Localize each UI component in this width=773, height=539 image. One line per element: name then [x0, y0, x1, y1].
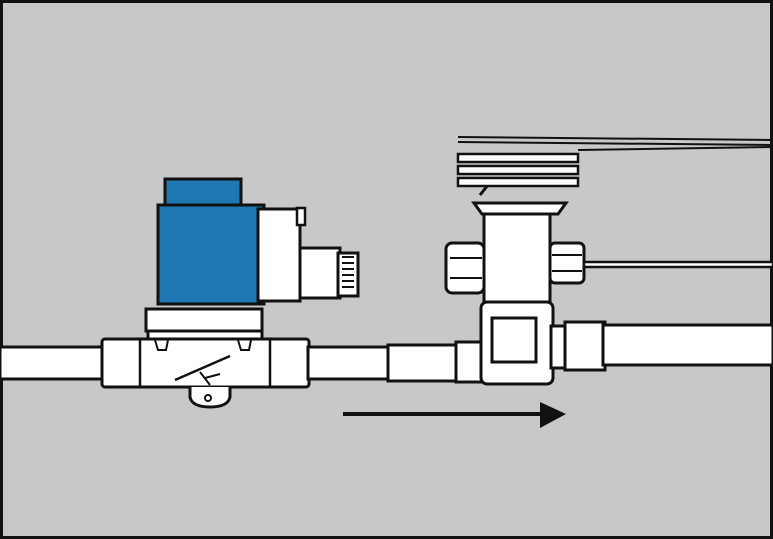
equalizer-line [582, 260, 773, 269]
solenoid-flange [144, 307, 264, 333]
thermostatic-expansion-valve [444, 201, 773, 386]
solenoid-coil [156, 177, 360, 306]
txv-upper-body [482, 208, 552, 304]
txv-left-nut [444, 241, 486, 295]
coil-housing [156, 203, 266, 306]
cable-gland [298, 246, 342, 300]
coil-connector-box [256, 207, 302, 303]
pipe-middle [306, 343, 460, 383]
solenoid-valve [100, 307, 311, 409]
capillary-tube [456, 136, 773, 196]
flow-direction-arrow [343, 402, 566, 428]
pipe-left [0, 345, 106, 381]
txv-equalizer-nut [548, 241, 586, 285]
pipe-right [601, 323, 773, 367]
txv-diaphragm [471, 201, 569, 216]
